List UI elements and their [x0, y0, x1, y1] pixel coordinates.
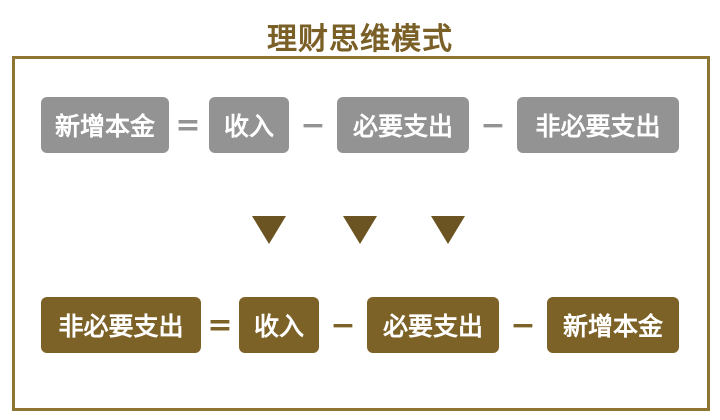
transform-arrows: [0, 216, 720, 248]
formula-row-rearranged: 非必要支出 = 收入 − 必要支出 − 新增本金: [0, 297, 720, 353]
box-income: 收入: [209, 97, 289, 153]
minus-sign: −: [300, 107, 326, 143]
equals-sign: =: [175, 107, 201, 143]
box-new-principal: 新增本金: [547, 297, 679, 353]
down-triangle-icon: [252, 216, 286, 244]
minus-sign: −: [510, 307, 536, 343]
box-income: 收入: [239, 297, 319, 353]
down-triangle-icon: [343, 216, 377, 244]
box-unnecessary-expense: 非必要支出: [517, 97, 679, 153]
down-triangle-icon: [431, 216, 465, 244]
equals-sign: =: [207, 307, 233, 343]
minus-sign: −: [480, 107, 506, 143]
diagram-title: 理财思维模式: [267, 22, 453, 57]
formula-row-original: 新增本金 = 收入 − 必要支出 − 非必要支出: [0, 97, 720, 153]
box-unnecessary-expense: 非必要支出: [41, 297, 201, 353]
box-new-principal: 新增本金: [41, 97, 169, 153]
diagram-frame: [12, 56, 710, 411]
minus-sign: −: [330, 307, 356, 343]
box-necessary-expense: 必要支出: [367, 297, 499, 353]
box-necessary-expense: 必要支出: [337, 97, 469, 153]
